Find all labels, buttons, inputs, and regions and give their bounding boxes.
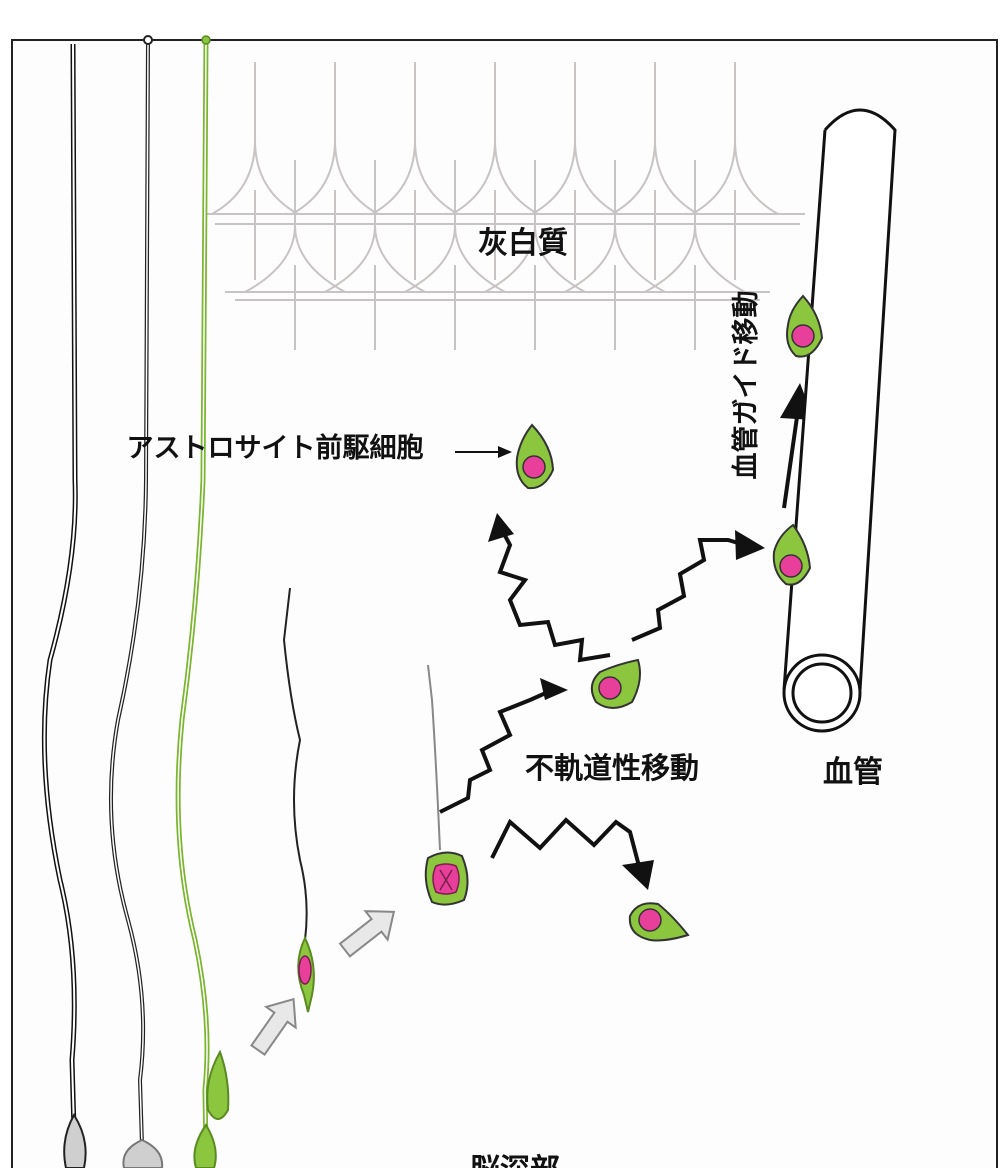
gray-arrow-lower xyxy=(250,997,297,1056)
zigzag-to-center-cell xyxy=(439,690,549,814)
dividing-cell-process xyxy=(427,664,441,851)
blood-vessel xyxy=(782,108,897,733)
zigzag-arrows xyxy=(439,409,800,871)
radial-glia-soma-gray xyxy=(122,1138,164,1168)
zigzag-to-lower-cell xyxy=(490,817,642,871)
precursor-pointer-head xyxy=(498,446,512,458)
zigzag-to-vessel xyxy=(631,538,746,642)
radial-glia-fibers xyxy=(41,39,210,1151)
label-gray-matter: 灰白質 xyxy=(478,226,568,261)
astrocyte-precursor-cell-labeled xyxy=(515,423,555,490)
vessel-lumen-inner xyxy=(791,662,853,724)
bipolar-cell-nucleus xyxy=(298,955,312,985)
bipolar-cell-process xyxy=(282,587,308,941)
astrocyte-precursor-cell-top xyxy=(786,294,824,358)
straight-vessel-arrow-line xyxy=(782,409,800,509)
astrocyte-precursor-cell-center xyxy=(590,658,641,709)
dividing-glia-green xyxy=(206,1049,230,1120)
gray-arrow-upper xyxy=(338,910,396,958)
gray-matter-neurons xyxy=(205,62,805,350)
dividing-cell-cleft xyxy=(439,869,453,891)
astrocyte-precursor-cell-bottom xyxy=(628,902,690,942)
label-irregular-migration: 不軌道性移動 xyxy=(525,751,699,785)
radial-glia-soma-black xyxy=(63,1113,87,1168)
zigzag-to-precursor xyxy=(497,529,611,663)
astrocyte-precursor-cell-vessel xyxy=(772,523,812,586)
radial-glia-soma-green xyxy=(193,1123,217,1168)
label-astrocyte-precursor: アストロサイト前駆細胞 xyxy=(127,432,424,464)
glia-fiber-tip-green xyxy=(201,35,211,45)
glia-fiber-tip-gray xyxy=(143,35,153,45)
label-vessel-guided-migration: 血管ガイド移動 xyxy=(731,291,762,480)
label-blood-vessel: 血管 xyxy=(823,755,883,790)
label-deep-brain: 脳深部 xyxy=(470,1153,560,1168)
